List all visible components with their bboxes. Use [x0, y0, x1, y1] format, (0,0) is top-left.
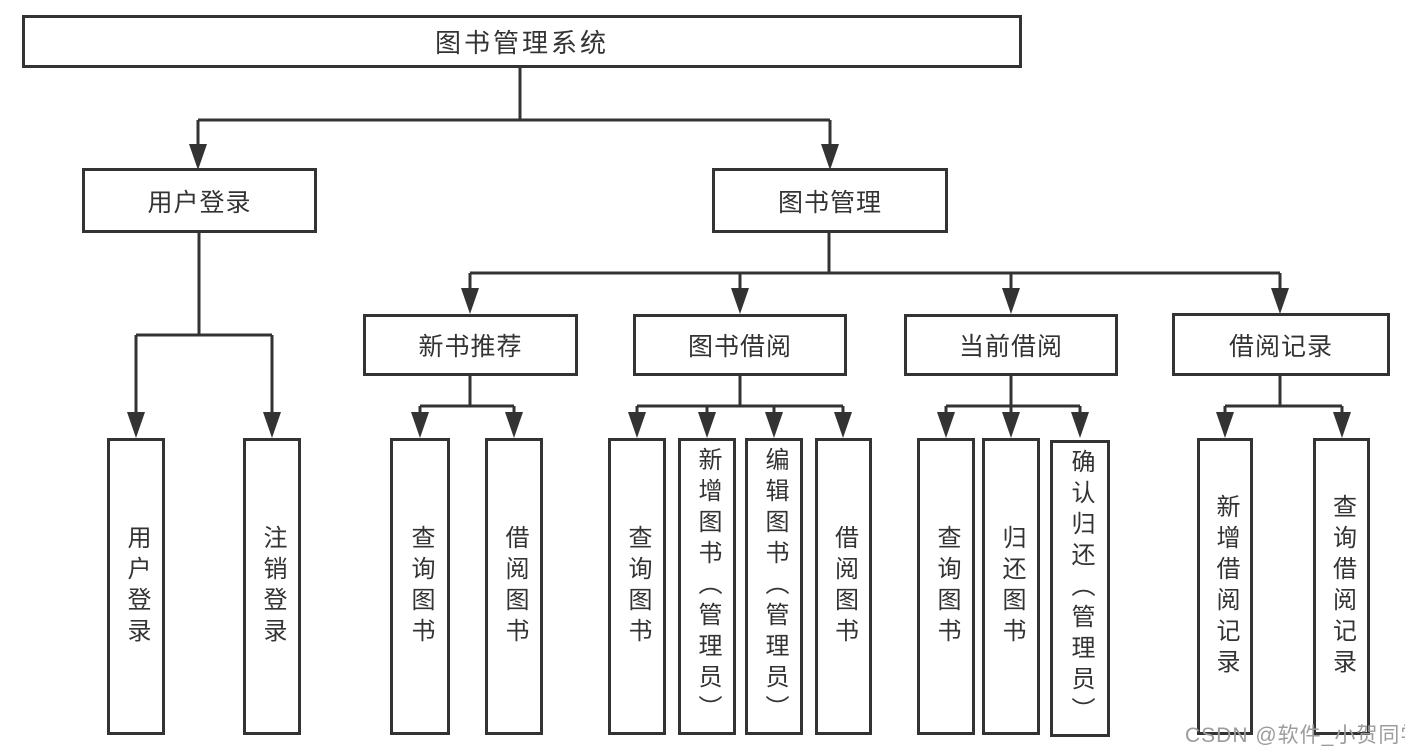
- leaf-return-book: 归还图书: [982, 438, 1040, 735]
- node-label: 当前借阅: [958, 333, 1063, 361]
- connector-book-management: [468, 233, 1282, 292]
- csdn-watermark: CSDN @软件_小贺同学: [1185, 724, 1405, 747]
- node-label: 图书管理: [777, 188, 882, 217]
- node-label: 注销登录: [259, 524, 286, 649]
- node-label: 新增借阅记录: [1212, 493, 1239, 680]
- leaf-query-books-recommend: 查询图书: [390, 438, 450, 735]
- leaf-query-books-borrowing: 查询图书: [608, 438, 666, 735]
- node-label: 编辑图书（管理员）: [761, 447, 788, 726]
- leaf-user-login: 用户登录: [107, 438, 165, 735]
- connector-root: [196, 68, 832, 146]
- leaf-edit-book-admin: 编辑图书（管理员）: [745, 438, 803, 735]
- node-label: 确认归还（管理员）: [1067, 449, 1094, 728]
- node-label: 借阅图书: [501, 524, 528, 649]
- connector-current-borrowing: [944, 376, 1082, 416]
- node-label: 归还图书: [998, 524, 1025, 649]
- leaf-borrow-books-recommend: 借阅图书: [485, 438, 543, 735]
- node-book-borrowing: 图书借阅: [633, 314, 847, 376]
- connector-book-borrowing: [635, 376, 845, 416]
- leaf-borrow-books-borrowing: 借阅图书: [815, 438, 872, 735]
- node-label: 用户登录: [147, 188, 252, 217]
- node-label: 借阅图书: [830, 524, 858, 649]
- node-label: 图书借阅: [687, 333, 792, 361]
- node-current-borrowing: 当前借阅: [904, 314, 1118, 376]
- leaf-add-borrow-record: 新增借阅记录: [1197, 438, 1253, 735]
- node-label: 图书管理系统: [434, 28, 609, 58]
- node-borrowing-records: 借阅记录: [1172, 313, 1390, 376]
- leaf-query-books-current: 查询图书: [917, 438, 975, 735]
- leaf-add-book-admin: 新增图书（管理员）: [678, 438, 736, 735]
- node-label: 新增图书（管理员）: [694, 447, 721, 726]
- node-label: 新书推荐: [418, 333, 523, 361]
- node-label: 查询借阅记录: [1328, 493, 1356, 680]
- arrowheads: [127, 144, 1351, 438]
- connector-borrowing-records: [1223, 376, 1344, 416]
- node-label: 查询图书: [933, 524, 960, 649]
- leaf-confirm-return-admin: 确认归还（管理员）: [1050, 440, 1110, 737]
- node-label: 借阅记录: [1228, 332, 1333, 361]
- node-book-management-system: 图书管理系统: [22, 15, 1022, 68]
- node-label: 用户登录: [123, 524, 150, 649]
- node-label: 查询图书: [624, 524, 651, 649]
- node-new-book-recommend: 新书推荐: [363, 314, 578, 376]
- node-label: 查询图书: [407, 524, 434, 649]
- leaf-query-borrow-record: 查询借阅记录: [1313, 438, 1370, 735]
- leaf-logout: 注销登录: [243, 438, 301, 735]
- node-user-login: 用户登录: [82, 168, 317, 233]
- connector-user-login: [134, 233, 274, 414]
- node-book-management: 图书管理: [712, 168, 948, 233]
- connector-new-book-recommend: [418, 376, 516, 416]
